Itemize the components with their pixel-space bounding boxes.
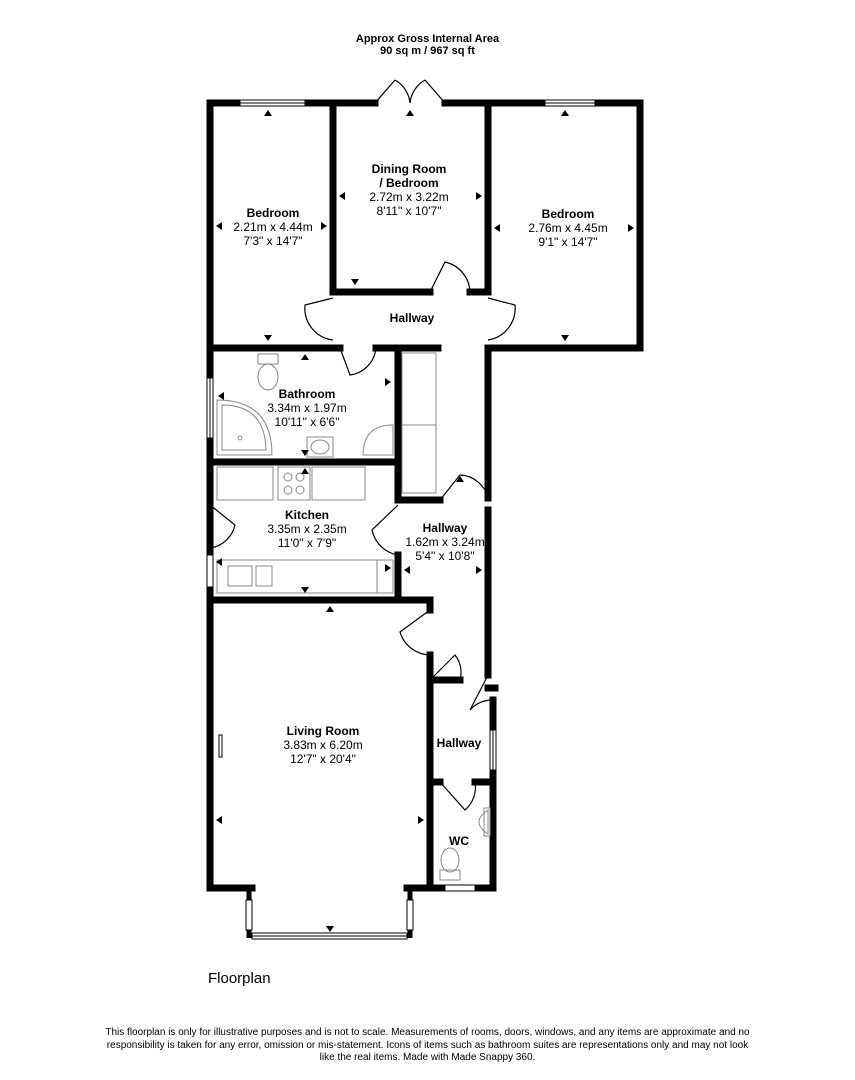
room-imperial: 11'0" x 7'9" xyxy=(277,536,337,550)
area-header: Approx Gross Internal Area 90 sq m / 967… xyxy=(0,33,855,57)
toilet-icon xyxy=(257,353,279,391)
windows xyxy=(206,99,596,892)
room-name: Hallway xyxy=(436,736,482,750)
room-name: Living Room xyxy=(286,724,360,738)
room-label-hallway-top: Hallway xyxy=(390,311,435,325)
measurement-arrows xyxy=(216,110,634,932)
room-label-bedroom-left: Bedroom 2.21m x 4.44m 7'3" x 14'7" xyxy=(233,206,312,248)
area-value: 90 sq m / 967 sq ft xyxy=(380,45,475,57)
room-label-dining: Dining Room / Bedroom 2.72m x 3.22m 8'11… xyxy=(369,162,448,218)
room-metric: 3.35m x 2.35m xyxy=(267,522,347,536)
room-metric: 1.62m x 3.24m xyxy=(405,535,485,549)
wc-toilet-icon xyxy=(439,847,461,881)
room-label-wc: WC xyxy=(449,834,469,848)
floorplan-caption: Floorplan xyxy=(208,970,271,987)
room-metric: 2.21m x 4.44m xyxy=(233,220,313,234)
sink-icon xyxy=(227,565,273,587)
room-metric: 3.83m x 6.20m xyxy=(283,738,363,752)
room-label-bathroom: Bathroom 3.34m x 1.97m 10'11" x 6'6" xyxy=(267,387,346,429)
room-name: Hallway xyxy=(389,311,435,325)
room-imperial: 12'7" x 20'4" xyxy=(290,752,356,766)
room-imperial: 10'11" x 6'6" xyxy=(274,415,340,429)
walls xyxy=(206,99,644,892)
room-name: Bedroom xyxy=(541,207,595,221)
room-metric: 2.72m x 3.22m xyxy=(369,190,449,204)
room-name: Bathroom xyxy=(278,387,336,401)
wc-basin-icon xyxy=(478,807,491,837)
room-name-line2: / Bedroom xyxy=(379,176,439,190)
room-imperial: 9'1" x 14'7" xyxy=(538,235,598,249)
doors xyxy=(209,79,516,811)
room-name: WC xyxy=(449,834,469,848)
disclaimer-text: This floorplan is only for illustrative … xyxy=(105,1027,750,1063)
room-label-hallway-mid: Hallway 1.62m x 3.24m 5'4" x 10'8" xyxy=(405,521,484,563)
room-name: Bedroom xyxy=(246,206,300,220)
hob-icon xyxy=(283,472,305,495)
room-imperial: 5'4" x 10'8" xyxy=(415,549,475,563)
shower-icon xyxy=(362,424,394,456)
room-label-kitchen: Kitchen 3.35m x 2.35m 11'0" x 7'9" xyxy=(267,508,346,550)
area-title: Approx Gross Internal Area xyxy=(355,33,500,45)
basin-icon xyxy=(306,436,334,458)
room-label-hallway-low: Hallway xyxy=(437,736,482,750)
bay-window xyxy=(245,888,414,940)
room-imperial: 7'3" x 14'7" xyxy=(243,234,303,248)
corner-bath-icon xyxy=(216,399,273,456)
room-name-line1: Dining Room xyxy=(371,162,447,176)
room-metric: 3.34m x 1.97m xyxy=(267,401,347,415)
room-metric: 2.76m x 4.45m xyxy=(528,221,608,235)
room-label-bedroom-right: Bedroom 2.76m x 4.45m 9'1" x 14'7" xyxy=(528,207,607,249)
room-name: Kitchen xyxy=(284,508,329,522)
room-label-living: Living Room 3.83m x 6.20m 12'7" x 20'4" xyxy=(283,724,362,766)
room-imperial: 8'11" x 10'7" xyxy=(376,204,442,218)
fixtures xyxy=(216,352,491,881)
room-name: Hallway xyxy=(422,521,468,535)
